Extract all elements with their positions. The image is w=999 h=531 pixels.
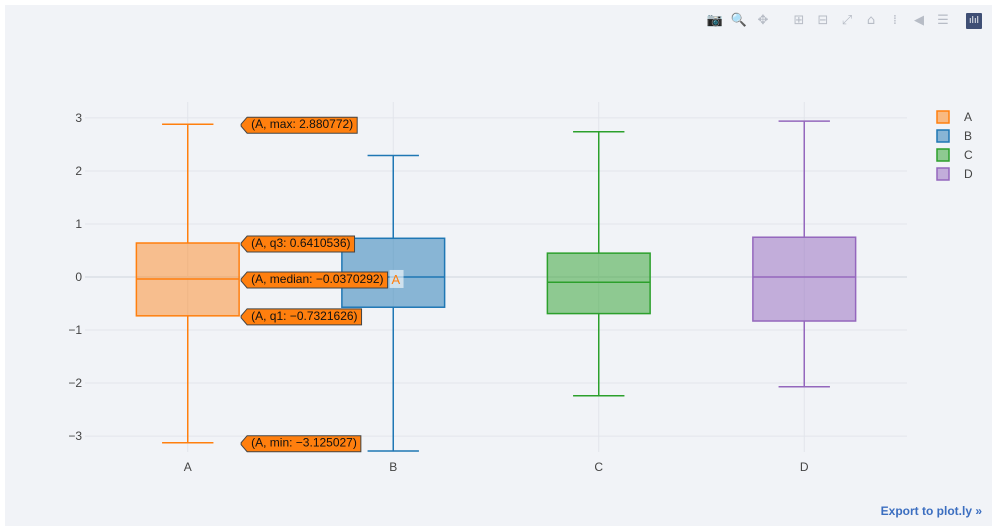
hover-label-text: (A, q3: 0.6410536) xyxy=(251,236,350,250)
y-tick-label: 1 xyxy=(75,217,82,231)
hover-label-text: (A, max: 2.880772) xyxy=(251,117,353,131)
plotly-logo-icon[interactable]: ılıl xyxy=(966,13,982,29)
hover-label-box xyxy=(240,116,358,134)
modebar: 📷 🔍 ✥ ⊞ ⊟ ⤢ ⌂ ⁞ ◀ ☰ ılıl xyxy=(706,11,982,31)
hover-label: (A, q3: 0.6410536) xyxy=(240,235,356,253)
x-tick-label: B xyxy=(389,460,397,474)
y-tick-label: −2 xyxy=(68,376,82,390)
y-tick-label: 2 xyxy=(75,164,82,178)
x-tick-label: D xyxy=(800,460,809,474)
x-tick-label: C xyxy=(594,460,603,474)
spike-lines-icon[interactable]: ⁞ xyxy=(892,13,898,28)
hover-label-box xyxy=(240,271,389,289)
box-D[interactable] xyxy=(752,236,857,322)
hover-label-text: (A, q1: −0.7321626) xyxy=(251,309,357,323)
zoom-in-icon[interactable]: ⊞ xyxy=(793,13,805,28)
x-tick-label: A xyxy=(184,460,192,474)
y-tick-label: −3 xyxy=(68,429,82,443)
home-icon[interactable]: ⌂ xyxy=(866,13,876,28)
legend-swatch-A[interactable] xyxy=(936,110,950,124)
hover-label: (A, max: 2.880772) xyxy=(240,116,358,134)
hover-label-box xyxy=(240,308,363,326)
hover-label: (A, q1: −0.7321626) xyxy=(240,308,363,326)
legend-label-A[interactable]: A xyxy=(964,110,972,124)
hover-label-text: (A, median: −0.0370292) xyxy=(251,272,383,286)
legend-swatch-B[interactable] xyxy=(936,129,950,143)
hover-compare-icon[interactable]: ☰ xyxy=(937,13,949,28)
legend-label-C[interactable]: C xyxy=(964,148,973,162)
y-tick-label: 3 xyxy=(75,111,82,125)
legend-label-B[interactable]: B xyxy=(964,129,972,143)
hover-label-box xyxy=(240,235,356,253)
y-tick-label: 0 xyxy=(75,270,82,284)
hover-closest-icon[interactable]: ◀ xyxy=(914,13,924,28)
legend-label-D[interactable]: D xyxy=(964,167,973,181)
hover-label-box xyxy=(240,435,362,453)
export-to-plotly-link[interactable]: Export to plot.ly » xyxy=(880,504,982,518)
zoom-icon[interactable]: 🔍 xyxy=(730,13,748,28)
y-tick-label: −1 xyxy=(68,323,82,337)
zoom-out-icon[interactable]: ⊟ xyxy=(817,13,829,28)
pan-icon[interactable]: ✥ xyxy=(757,13,769,28)
hover-trace-tag-bg xyxy=(389,269,404,288)
hover-trace-tag: A xyxy=(392,272,401,287)
camera-icon[interactable]: 📷 xyxy=(706,13,724,28)
hover-label-text: (A, min: −3.125027) xyxy=(251,436,357,450)
autoscale-icon[interactable]: ⤢ xyxy=(841,13,853,28)
legend-swatch-D[interactable] xyxy=(936,167,950,181)
hover-label: (A, median: −0.0370292) xyxy=(240,271,389,289)
box-C[interactable] xyxy=(546,252,651,315)
hover-label: (A, min: −3.125027) xyxy=(240,435,362,453)
legend-swatch-C[interactable] xyxy=(936,148,950,162)
